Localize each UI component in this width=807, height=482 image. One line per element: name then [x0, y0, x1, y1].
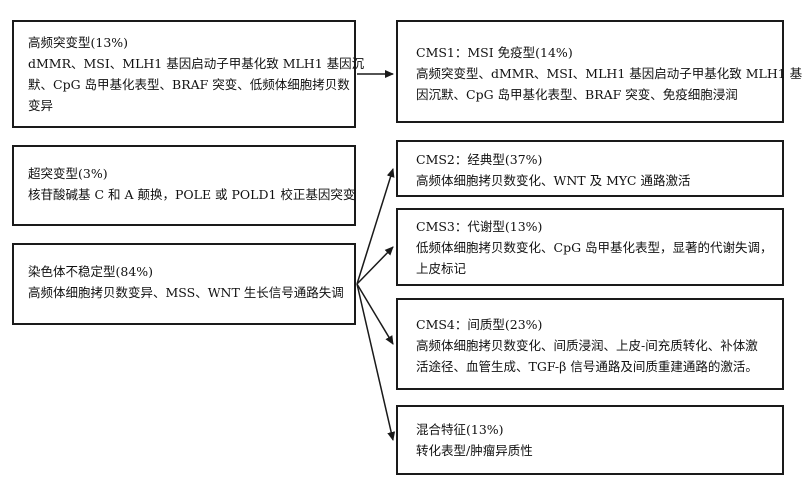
- box-cms1: CMS1：MSI 免疫型(14%) 高频突变型、dMMR、MSI、MLH1 基因…: [396, 20, 803, 123]
- box-text: 活途径、血管生成、TGF-β 信号通路及间质重建通路的激活。: [416, 359, 758, 374]
- box-text: 高频体细胞拷贝数变异、MSS、WNT 生长信号通路失调: [28, 285, 344, 300]
- box-text: 低频体细胞拷贝数变化、CpG 岛甲基化表型，显著的代谢失调，: [416, 240, 773, 255]
- box-mixed: 混合特征(13%) 转化表型/肿瘤异质性: [396, 405, 784, 475]
- box-text: 高频体细胞拷贝数变化、间质浸润、上皮-间充质转化、补体激: [416, 338, 758, 353]
- box-cms4: CMS4：间质型(23%) 高频体细胞拷贝数变化、间质浸润、上皮-间充质转化、补…: [396, 298, 784, 390]
- box-title: 混合特征(13%): [416, 422, 504, 437]
- box-chromosomal-instability: 染色体不稳定型(84%) 高频体细胞拷贝数变异、MSS、WNT 生长信号通路失调: [12, 243, 356, 325]
- box-hypermutated: 高频突变型(13%) dMMR、MSI、MLH1 基因启动子甲基化致 MLH1 …: [12, 20, 365, 128]
- box-text: 默、CpG 岛甲基化表型、BRAF 突变、低频体细胞拷贝数: [28, 77, 350, 92]
- arrow-to-mixed: [356, 283, 396, 441]
- box-text: 高频体细胞拷贝数变化、WNT 及 MYC 通路激活: [416, 173, 691, 188]
- arrow-to-cms4: [356, 283, 394, 345]
- box-title: 高频突变型(13%): [28, 35, 129, 50]
- box-text: dMMR、MSI、MLH1 基因启动子甲基化致 MLH1 基因沉: [28, 56, 365, 71]
- box-title: 染色体不稳定型(84%): [28, 264, 154, 279]
- box-title: CMS4：间质型(23%): [416, 317, 543, 332]
- box-ultramutated: 超突变型(3%) 核苷酸碱基 C 和 A 颠换，POLE 或 POLD1 校正基…: [12, 145, 356, 226]
- box-cms3: CMS3：代谢型(13%) 低频体细胞拷贝数变化、CpG 岛甲基化表型，显著的代…: [396, 208, 784, 286]
- box-cms2: CMS2：经典型(37%) 高频体细胞拷贝数变化、WNT 及 MYC 通路激活: [396, 140, 784, 197]
- box-title: CMS2：经典型(37%): [416, 152, 543, 167]
- box-text: 高频突变型、dMMR、MSI、MLH1 基因启动子甲基化致 MLH1 基: [416, 66, 803, 81]
- box-title: CMS3：代谢型(13%): [416, 219, 543, 234]
- box-title: 超突变型(3%): [28, 166, 108, 181]
- box-title: CMS1：MSI 免疫型(14%): [416, 45, 573, 60]
- arrow-to-cms3: [356, 246, 394, 285]
- box-text: 变异: [28, 98, 54, 113]
- arrow-to-cms2: [356, 168, 395, 285]
- box-text: 转化表型/肿瘤异质性: [416, 443, 533, 458]
- box-text: 核苷酸碱基 C 和 A 颠换，POLE 或 POLD1 校正基因突变: [28, 187, 356, 202]
- box-text: 上皮标记: [416, 261, 467, 276]
- box-text: 因沉默、CpG 岛甲基化表型、BRAF 突变、免疫细胞浸润: [416, 87, 738, 102]
